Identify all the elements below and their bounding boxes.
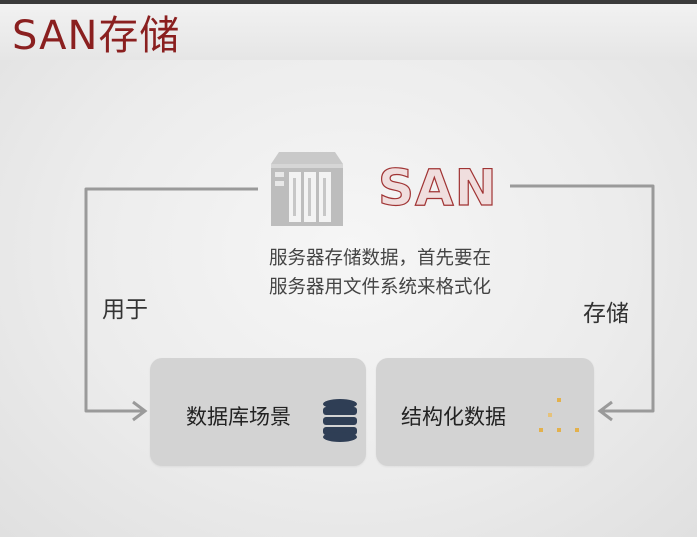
- left-arrowhead: [132, 400, 148, 422]
- top-bar: [0, 0, 697, 4]
- san-logo: SAN: [377, 158, 498, 217]
- structured-data-label: 结构化数据: [401, 405, 506, 429]
- right-connector-arrow: [510, 184, 655, 413]
- description-line-1: 服务器存储数据，首先要在: [268, 248, 491, 269]
- right-arrowhead: [597, 400, 613, 422]
- left-label: 用于: [102, 297, 148, 323]
- database-icon: [323, 399, 357, 442]
- server-icon: [271, 152, 343, 226]
- right-label: 存储: [583, 301, 629, 327]
- database-scenario-label: 数据库场景: [186, 405, 291, 429]
- slide-title: SAN存储: [12, 13, 181, 59]
- structured-data-icon: [539, 398, 579, 432]
- left-connector-arrow: [84, 187, 258, 413]
- description: 服务器存储数据，首先要在 服务器用文件系统来格式化: [200, 244, 560, 302]
- slide-header: SAN存储: [0, 4, 697, 60]
- description-line-2: 服务器用文件系统来格式化: [268, 277, 491, 298]
- structured-data-card: [376, 358, 594, 466]
